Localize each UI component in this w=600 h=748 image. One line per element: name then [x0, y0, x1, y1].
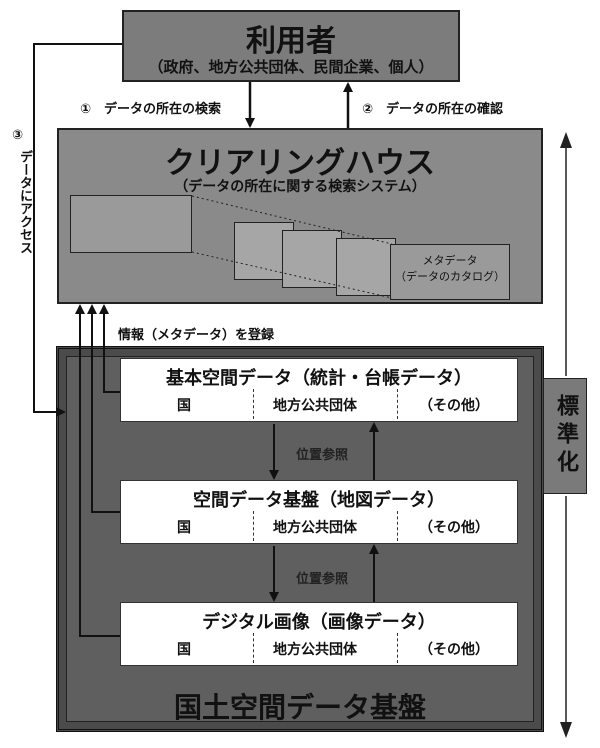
cell-other: （その他） [419, 642, 489, 658]
register-metadata-label: 情報（メタデータ）を登録 [118, 328, 275, 343]
column-divider [397, 633, 398, 663]
column-divider [253, 389, 254, 419]
column-divider [397, 511, 398, 541]
base-title: 国土空間データ基盤 [173, 691, 426, 724]
cell-national: 国 [177, 642, 191, 658]
cell-national: 国 [177, 520, 191, 536]
cell-national: 国 [177, 398, 191, 414]
metadata-catalog: メタデータ （データのカタログ） [390, 244, 510, 300]
standardization-arrow-down [560, 722, 572, 738]
step3-label: データにアクセス [17, 150, 32, 254]
clearinghouse-subtitle: （データの所在に関する検索システム） [174, 179, 426, 195]
cell-other: （その他） [419, 398, 489, 414]
cell-local-government: 地方公共団体 [273, 520, 357, 536]
arrow-register-layer2 [87, 304, 120, 513]
clearinghouse-title: クリアリングハウス [165, 146, 435, 181]
layer-title: デジタル画像（画像データ） [202, 612, 436, 633]
projection-line [191, 195, 393, 245]
cell-other: （その他） [419, 520, 489, 536]
standardization-arrow-up [560, 132, 572, 148]
step1-label: ① データの所在の検索 [80, 102, 222, 117]
metadata-catalog-label: （データのカタログ） [395, 270, 505, 283]
projection-line [191, 251, 393, 299]
user-subtitle: （政府、地方公共団体、民間企業、個人） [148, 58, 434, 76]
layer-digital-image: デジタル画像（画像データ） 国 地方公共団体 （その他） [120, 602, 518, 666]
metadata-card [336, 238, 396, 296]
column-divider [397, 389, 398, 419]
layer-basic-spatial-data: 基本空間データ（統計・台帳データ） 国 地方公共団体 （その他） [120, 358, 518, 422]
layer-title: 基本空間データ（統計・台帳データ） [166, 368, 472, 389]
user-box: 利用者 （政府、地方公共団体、民間企業、個人） [122, 10, 460, 82]
standardization-box: 標準化 [543, 378, 587, 494]
step3-number: ③ [12, 128, 24, 143]
arrow-register-layer1 [99, 304, 120, 393]
user-title: 利用者 [246, 24, 336, 59]
metadata-label: メタデータ [422, 254, 478, 267]
arrow-access [33, 43, 122, 417]
cell-local-government: 地方公共団体 [273, 642, 357, 658]
arrow-register-layer3 [75, 304, 120, 637]
layer-spatial-data-framework: 空間データ基盤（地図データ） 国 地方公共団体 （その他） [120, 480, 518, 544]
column-divider [253, 511, 254, 541]
step2-label: ② データの所在の確認 [362, 102, 504, 117]
search-window [70, 195, 192, 253]
position-reference-label: 位置参照 [296, 448, 349, 463]
cell-local-government: 地方公共団体 [273, 398, 357, 414]
column-divider [253, 633, 254, 663]
position-reference-label: 位置参照 [296, 572, 349, 587]
layer-title: 空間データ基盤（地図データ） [193, 490, 445, 511]
